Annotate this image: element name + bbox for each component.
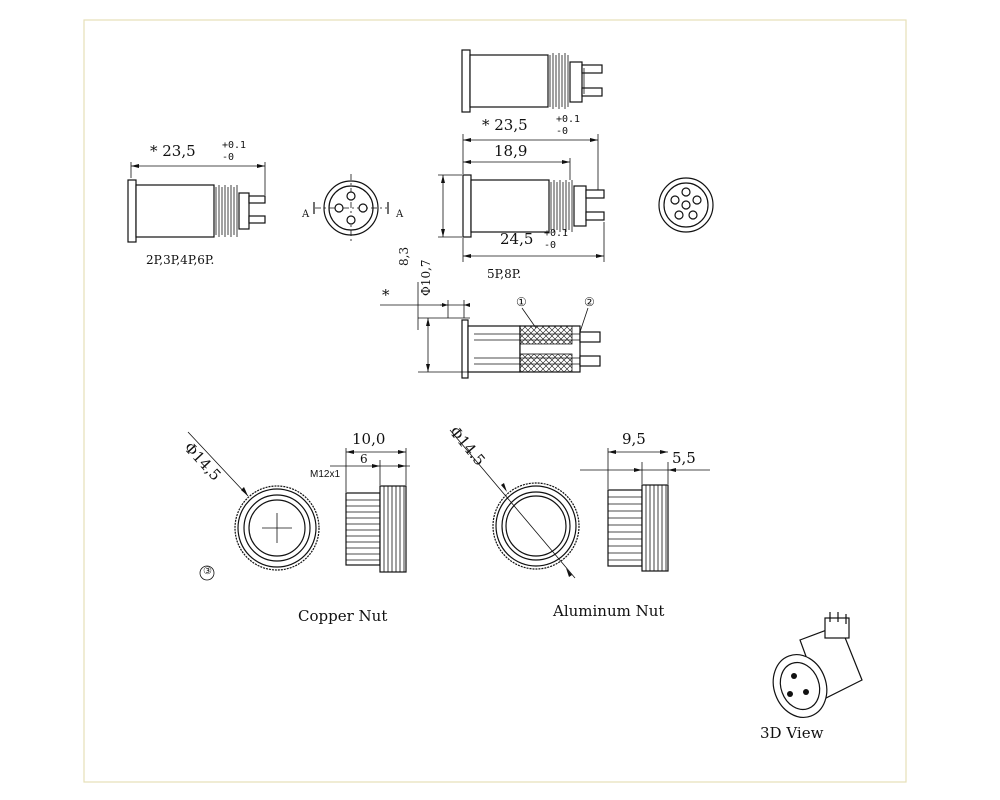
copper-nut-caption: Copper Nut: [298, 607, 388, 625]
aluminum-nut-length: 9,5: [622, 430, 646, 448]
large-side-dim-18-9: 18,9: [494, 142, 528, 160]
callout-1: ①: [516, 295, 527, 309]
section-mark-left: A: [302, 209, 310, 220]
small-side-view: [127, 162, 266, 243]
vertical-dim-10-7: Φ10,7: [419, 259, 433, 296]
iso-caption: 3D View: [760, 724, 824, 742]
large-front-view: [658, 177, 714, 233]
large-side-view: [438, 134, 605, 262]
copper-nut-callout: ③: [203, 566, 212, 577]
copper-nut-thread: M12x1: [310, 469, 341, 480]
vertical-dim-8-3: 8,3: [397, 246, 411, 266]
copper-nut-front: [187, 431, 320, 581]
top-connector-view: [461, 49, 603, 113]
iso-view: [772, 612, 863, 718]
large-side-caption: 5P,8P.: [487, 267, 522, 281]
large-side-dim-23-5: * 23,5: [482, 116, 528, 134]
large-side-dim-24-5: 24,5: [500, 230, 534, 248]
aluminum-nut-side: [580, 448, 710, 572]
aluminum-nut-front: [449, 429, 580, 579]
section-star-mark: *: [382, 286, 390, 304]
large-side-tol-lower: -0: [556, 126, 569, 137]
small-side-caption: 2P,3P,4P,6P.: [146, 253, 215, 267]
small-front-view: [313, 174, 389, 242]
large-side-bottom-tol-upper: +0.1: [544, 228, 569, 239]
small-side-tol-lower: -0: [222, 152, 235, 163]
section-mark-right: A: [396, 209, 404, 220]
small-side-dim-23-5: * 23,5: [150, 142, 196, 160]
sheet-border: [83, 19, 907, 783]
copper-nut-thread-len: 6: [360, 452, 368, 466]
small-side-tol-upper: +0.1: [222, 140, 247, 151]
copper-nut-side: [330, 448, 410, 573]
callout-2: ②: [584, 295, 595, 309]
copper-nut-length: 10,0: [352, 430, 386, 448]
aluminum-nut-knurl-len: 5,5: [672, 449, 696, 467]
large-side-bottom-tol-lower: -0: [544, 240, 557, 251]
section-view: [380, 282, 601, 379]
large-side-tol-upper: +0.1: [556, 114, 581, 125]
aluminum-nut-caption: Aluminum Nut: [553, 602, 665, 620]
